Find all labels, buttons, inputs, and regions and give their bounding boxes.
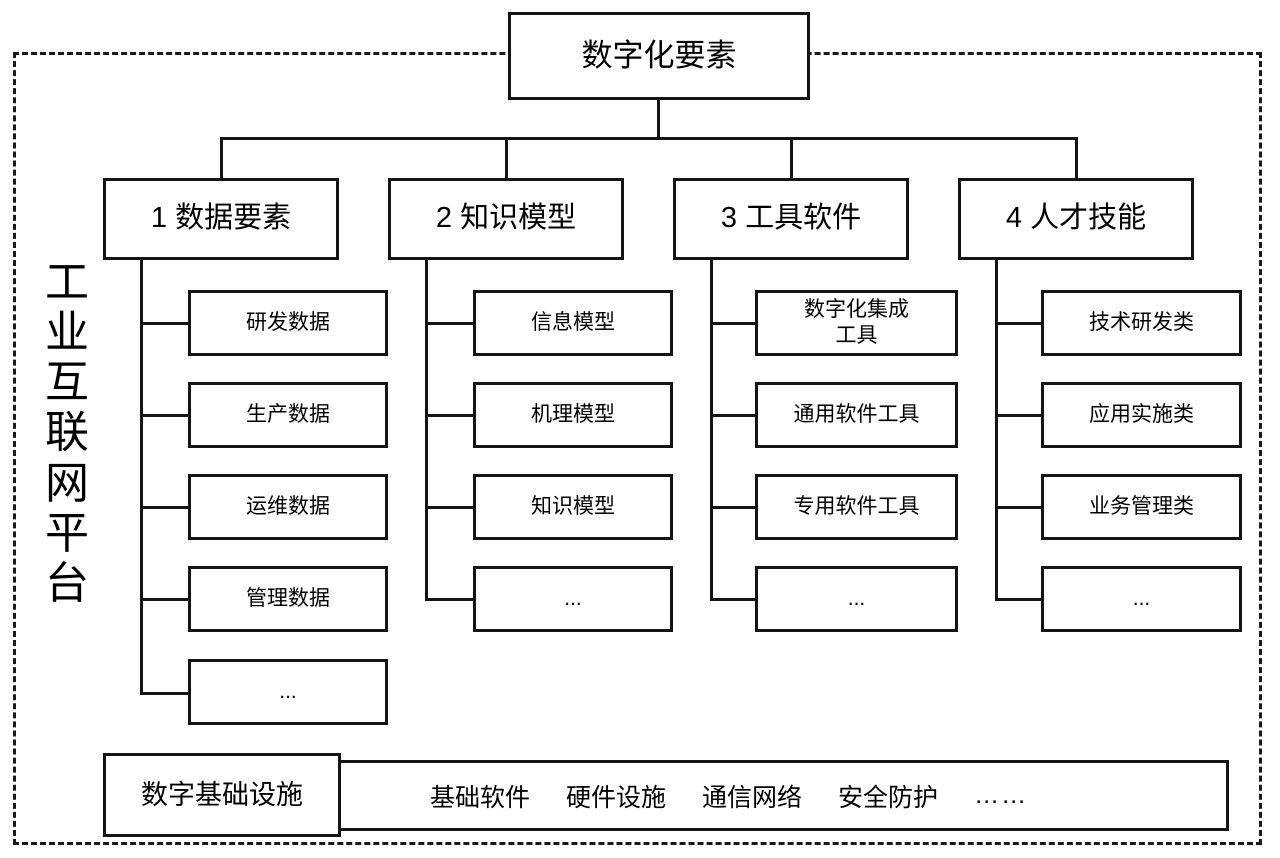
platform-label: 工 业 互 联 网 平 台: [45, 258, 89, 608]
infrastructure-label: 数字基础设施: [141, 779, 303, 810]
leaf-node-4-4[interactable]: ...: [1041, 566, 1242, 632]
leaf-node-4-1[interactable]: 技术研发类: [1041, 290, 1242, 356]
leaf-node-3-2[interactable]: 通用软件工具: [755, 382, 958, 448]
leaf-node-1-3[interactable]: 运维数据: [188, 474, 388, 540]
leaf-node-3-4[interactable]: ...: [755, 566, 958, 632]
connector-branch-2-2: [425, 414, 475, 417]
connector-branch-4-1: [995, 322, 1043, 325]
connector-branch-3-1: [710, 322, 758, 325]
leaf-2-2-label: 机理模型: [531, 403, 615, 427]
leaf-2-1-label: 信息模型: [531, 311, 615, 335]
connector-branch-4-2: [995, 414, 1043, 417]
leaf-3-2-label: 通用软件工具: [793, 403, 920, 427]
connector-branch-1-5: [140, 692, 190, 695]
connector-branch-3-4: [710, 598, 758, 601]
category-node-3-tool-software[interactable]: 3 工具软件: [673, 178, 909, 260]
connector-drop-category-4: [1075, 137, 1078, 178]
connector-distribution-bus: [220, 137, 1078, 140]
leaf-1-4-label: 管理数据: [246, 587, 330, 611]
leaf-node-4-2[interactable]: 应用实施类: [1041, 382, 1242, 448]
leaf-3-1-label: 数字化集成 工具: [804, 298, 909, 347]
leaf-node-1-2[interactable]: 生产数据: [188, 382, 388, 448]
leaf-node-2-4[interactable]: ...: [473, 566, 673, 632]
connector-branch-2-3: [425, 506, 475, 509]
category-3-label: 3 工具软件: [720, 202, 862, 235]
root-node-label: 数字化要素: [581, 38, 737, 74]
category-4-label: 4 人才技能: [1005, 202, 1147, 235]
connector-branch-1-3: [140, 506, 190, 509]
leaf-node-1-4[interactable]: 管理数据: [188, 566, 388, 632]
root-node-digital-elements[interactable]: 数字化要素: [508, 12, 810, 100]
leaf-1-1-label: 研发数据: [246, 311, 330, 335]
category-node-2-knowledge-models[interactable]: 2 知识模型: [388, 178, 624, 260]
leaf-node-1-1[interactable]: 研发数据: [188, 290, 388, 356]
leaf-node-2-3[interactable]: 知识模型: [473, 474, 673, 540]
leaf-node-1-5[interactable]: ...: [188, 659, 388, 725]
leaf-1-2-label: 生产数据: [246, 403, 330, 427]
connector-branch-1-1: [140, 322, 190, 325]
connector-branch-4-4: [995, 598, 1043, 601]
connector-drop-category-3: [790, 137, 793, 178]
leaf-2-3-label: 知识模型: [531, 495, 615, 519]
connector-branch-1-2: [140, 414, 190, 417]
leaf-3-3-label: 专用软件工具: [793, 495, 920, 519]
connector-branch-1-4: [140, 598, 190, 601]
leaf-4-4-label: ...: [1132, 587, 1151, 611]
leaf-1-5-label: ...: [279, 680, 297, 704]
category-1-label: 1 数据要素: [150, 202, 292, 235]
connector-trunk-category-2: [425, 258, 428, 601]
connector-branch-2-1: [425, 322, 475, 325]
infrastructure-label-box[interactable]: 数字基础设施: [103, 753, 341, 837]
leaf-4-3-label: 业务管理类: [1089, 495, 1194, 519]
connector-trunk-category-4: [995, 258, 998, 601]
connector-drop-category-2: [505, 137, 508, 178]
leaf-node-3-3[interactable]: 专用软件工具: [755, 474, 958, 540]
category-node-4-talent-skills[interactable]: 4 人才技能: [958, 178, 1194, 260]
category-2-label: 2 知识模型: [435, 202, 577, 235]
connector-branch-3-2: [710, 414, 758, 417]
leaf-node-2-2[interactable]: 机理模型: [473, 382, 673, 448]
connector-trunk-category-3: [710, 258, 713, 601]
leaf-4-1-label: 技术研发类: [1089, 311, 1194, 335]
connector-root-stem: [657, 100, 660, 138]
leaf-3-4-label: ...: [847, 587, 866, 611]
leaf-node-3-1[interactable]: 数字化集成 工具: [755, 290, 958, 356]
connector-branch-3-3: [710, 506, 758, 509]
connector-branch-2-4: [425, 598, 475, 601]
connector-trunk-category-1: [140, 258, 143, 695]
category-node-1-data-elements[interactable]: 1 数据要素: [103, 178, 339, 260]
leaf-4-2-label: 应用实施类: [1089, 403, 1194, 427]
leaf-node-2-1[interactable]: 信息模型: [473, 290, 673, 356]
connector-drop-category-1: [220, 137, 223, 178]
leaf-2-4-label: ...: [564, 587, 582, 611]
leaf-node-4-3[interactable]: 业务管理类: [1041, 474, 1242, 540]
leaf-1-3-label: 运维数据: [246, 495, 330, 519]
connector-branch-4-3: [995, 506, 1043, 509]
